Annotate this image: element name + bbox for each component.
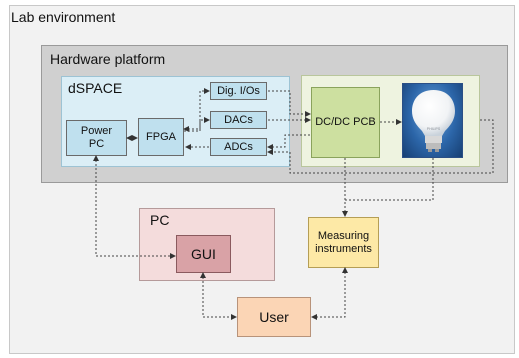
dcdc-pcb-label: DC/DC PCB — [315, 116, 376, 129]
digio-dcdc-link — [268, 90, 311, 117]
adcs-block: ADCs — [210, 138, 267, 156]
user-label: User — [259, 308, 289, 325]
gui-label: GUI — [191, 245, 216, 262]
measuring-user-link — [311, 267, 348, 320]
dspace-title: dSPACE — [68, 80, 123, 96]
hardware-platform-title: Hardware platform — [50, 51, 166, 67]
dig-io-label: Dig. I/Os — [217, 84, 260, 97]
dcdc-adcs-link — [267, 134, 310, 150]
dig-io-block: Dig. I/Os — [210, 82, 267, 100]
adcs-label: ADCs — [224, 140, 253, 153]
bulb-adcs-link — [267, 119, 494, 174]
gui-user-link — [200, 272, 237, 320]
light-bulb-image: PHILIPS — [402, 83, 463, 158]
fpga-dacs-link — [184, 117, 210, 132]
powerpc-gui-link — [93, 155, 176, 259]
light-bulb-icon: PHILIPS — [412, 90, 455, 152]
measuring-instruments-block: Measuring instruments — [308, 217, 379, 268]
fpga-label: FPGA — [146, 130, 176, 143]
lab-environment-title: Lab environment — [11, 9, 116, 25]
dacs-block: DACs — [210, 111, 267, 129]
bulb-measuring-link — [345, 158, 434, 201]
dacs-label: DACs — [224, 113, 253, 126]
bulb-brand-text: PHILIPS — [427, 127, 441, 131]
measuring-instruments-label: Measuring instruments — [315, 229, 372, 255]
fpga-block: FPGA — [138, 118, 184, 156]
fpga-digio-link — [183, 88, 210, 132]
user-block: User — [237, 297, 311, 337]
power-pc-label: Power PC — [80, 125, 113, 150]
dcdc-pcb-block: DC/DC PCB — [311, 87, 380, 158]
gui-block: GUI — [176, 235, 231, 273]
